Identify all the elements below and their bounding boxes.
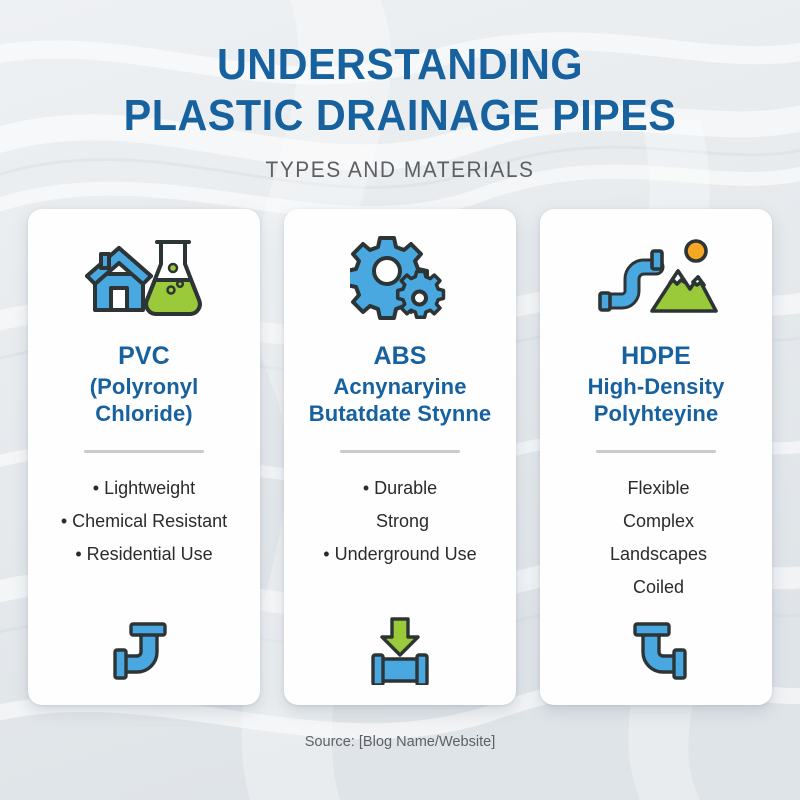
elbow-pipe-left-icon [107, 615, 181, 685]
list-item: •Lightweight [40, 479, 248, 497]
card-title-main: ABS [373, 342, 427, 371]
feature-text: Flexible [627, 478, 690, 499]
list-item: Strong [296, 512, 504, 530]
bullet-dot: • [92, 478, 100, 499]
source-footer: Source: [Blog Name/Website] [12, 733, 788, 750]
list-item: •Chemical Resistant [40, 512, 248, 530]
material-cards-row: PVC (Polyronyl Chloride) •Lightweight •C… [0, 209, 800, 706]
bullet-dot: • [60, 511, 68, 532]
feature-list-pvc: •Lightweight •Chemical Resistant •Reside… [40, 479, 248, 578]
bullet-dot: • [323, 544, 330, 565]
bullet-dot: • [362, 478, 370, 499]
card-title-pvc: PVC (Polyronyl Chloride) [90, 341, 199, 428]
feature-text: Strong [375, 511, 430, 532]
material-card-pvc[interactable]: PVC (Polyronyl Chloride) •Lightweight •C… [28, 209, 260, 706]
card-title-main: PVC [118, 342, 170, 371]
card-title-abs: ABS Acnynaryine Butatdate Stynne [309, 341, 492, 428]
card-title-sub-1: Acnynaryine [333, 373, 467, 399]
pipe-with-down-arrow-icon [363, 615, 437, 686]
card-title-sub-1: (Polyronyl [89, 373, 199, 399]
card-divider [596, 450, 716, 454]
house-and-flask-icon [85, 231, 203, 323]
page-title-line-2: PLASTIC DRAINAGE PIPES [123, 90, 677, 140]
card-title-sub-2: Butatdate Stynne [308, 401, 492, 427]
feature-text: Complex [622, 511, 695, 532]
feature-text: Durable [374, 478, 438, 499]
feature-text: Lightweight [104, 478, 196, 499]
feature-list-hdpe: Flexible Complex Landscapes Coiled [552, 479, 760, 611]
list-item: Landscapes [552, 545, 760, 563]
list-item: •Durable [296, 479, 504, 497]
feature-text: Residential Use [86, 544, 213, 565]
feature-text: Coiled [632, 577, 685, 598]
list-item: •Residential Use [40, 545, 248, 563]
list-item: •Underground Use [296, 545, 504, 563]
card-divider [84, 450, 204, 454]
card-divider [340, 450, 460, 454]
card-title-sub-2: Polyhteyine [593, 401, 719, 427]
card-title-sub-1: High-Density [587, 373, 725, 399]
card-title-hdpe: HDPE High-Density Polyhteyine [588, 341, 725, 428]
pipe-mountains-sun-icon [594, 231, 718, 323]
source-text: Source: [Blog Name/Website] [304, 733, 496, 751]
page-subtitle: TYPES AND MATERIALS [265, 157, 535, 183]
elbow-pipe-right-icon [619, 615, 693, 685]
card-title-sub-2: Chloride) [95, 401, 193, 427]
card-title-main: HDPE [621, 342, 691, 371]
gears-icon [350, 231, 450, 323]
page-title-line-1: UNDERSTANDING [216, 40, 584, 89]
material-card-abs[interactable]: ABS Acnynaryine Butatdate Stynne •Durabl… [284, 209, 516, 706]
bullet-dot: • [75, 544, 82, 565]
list-item: Flexible [552, 479, 760, 497]
feature-text: Underground Use [334, 544, 477, 565]
feature-text: Chemical Resistant [72, 511, 228, 532]
feature-text: Landscapes [609, 544, 708, 565]
page-header: UNDERSTANDING PLASTIC DRAINAGE PIPES TYP… [0, 0, 800, 183]
feature-list-abs: •Durable Strong •Underground Use [296, 479, 504, 578]
list-item: Complex [552, 512, 760, 530]
material-card-hdpe[interactable]: HDPE High-Density Polyhteyine Flexible C… [540, 209, 772, 706]
list-item: Coiled [552, 578, 760, 596]
